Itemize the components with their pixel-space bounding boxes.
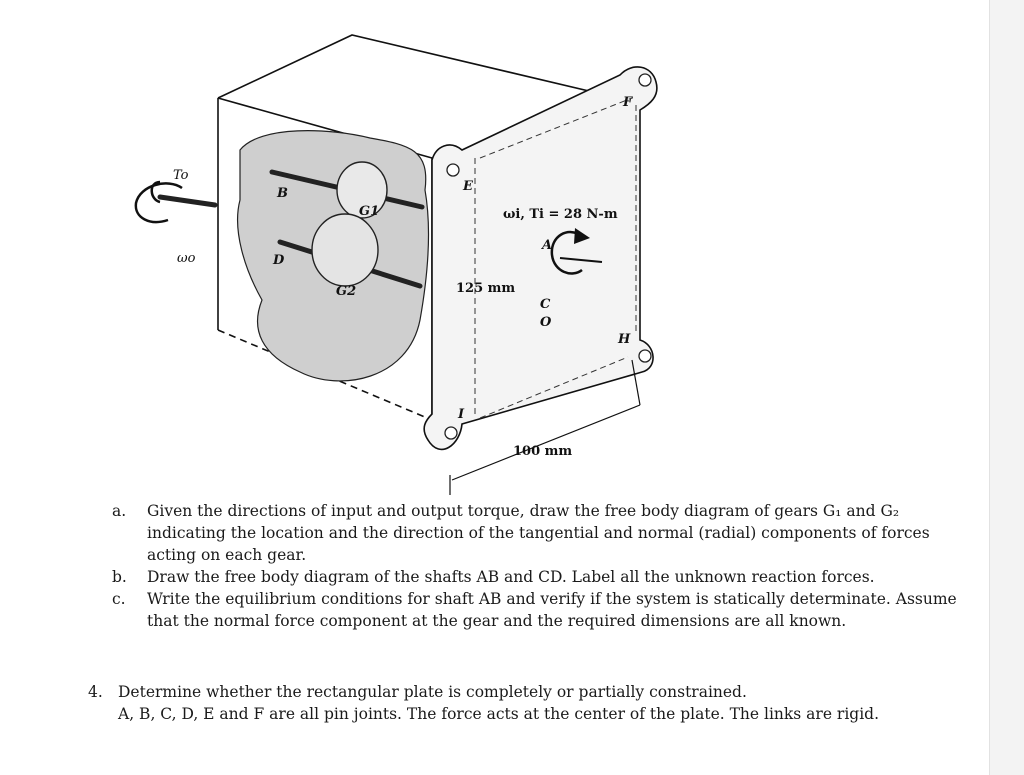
question-4-marker: 4. — [88, 683, 103, 701]
question-4: 4. Determine whether the rectangular pla… — [88, 681, 968, 725]
pin-joints — [444, 73, 652, 440]
question-part-a: a. Given the directions of input and out… — [112, 500, 972, 566]
part-c-text: Write the equilibrium conditions for sha… — [147, 590, 957, 630]
gearbox-figure: To ωo B D G1 G2 E F H A C O I ωi, Ti = 2… — [0, 0, 700, 500]
label-b: B — [276, 186, 288, 201]
page-gutter — [989, 0, 1024, 775]
question-part-c: c. Write the equilibrium conditions for … — [112, 588, 972, 632]
question-4-line-2: A, B, C, D, E and F are all pin joints. … — [118, 705, 880, 723]
plate-dashes — [474, 97, 637, 419]
part-b-text: Draw the free body diagram of the shafts… — [147, 568, 875, 586]
label-f: F — [622, 95, 633, 110]
plate — [423, 66, 658, 451]
output-torque-arrow-inner — [150, 180, 161, 204]
sub-questions: a. Given the directions of input and out… — [112, 500, 972, 632]
gearbox-drawing: To ωo B D G1 G2 E F H A C O I ωi, Ti = 2… — [134, 34, 658, 495]
input-shaft-stub — [559, 257, 603, 263]
part-a-text: Given the directions of input and output… — [147, 502, 930, 564]
label-omega-o: ωo — [177, 251, 196, 266]
part-a-marker: a. — [112, 502, 127, 520]
part-c-marker: c. — [112, 590, 126, 608]
gear-g2 — [311, 213, 379, 287]
output-torque-arrow — [134, 182, 183, 224]
label-c: C — [540, 297, 551, 312]
question-4-line-1: Determine whether the rectangular plate … — [118, 683, 747, 701]
question-part-b: b. Draw the free body diagram of the sha… — [112, 566, 972, 588]
input-torque-arrowhead — [574, 228, 590, 244]
gear-g1 — [336, 161, 388, 219]
part-b-marker: b. — [112, 568, 127, 586]
label-h: H — [617, 332, 631, 347]
label-i: I — [457, 407, 465, 422]
label-g1: G1 — [359, 204, 379, 219]
label-d: D — [272, 253, 285, 268]
label-g2: G2 — [336, 284, 356, 299]
dimension-lines — [449, 359, 641, 495]
label-a: A — [540, 238, 552, 253]
label-e: E — [462, 179, 474, 194]
label-125mm: 125 mm — [456, 281, 515, 296]
label-100mm: 100 mm — [513, 444, 572, 459]
label-torque: ωi, Ti = 28 N-m — [503, 207, 618, 222]
label-o: O — [540, 315, 552, 330]
label-t-o: To — [173, 168, 189, 183]
input-torque-arrow — [550, 230, 583, 275]
